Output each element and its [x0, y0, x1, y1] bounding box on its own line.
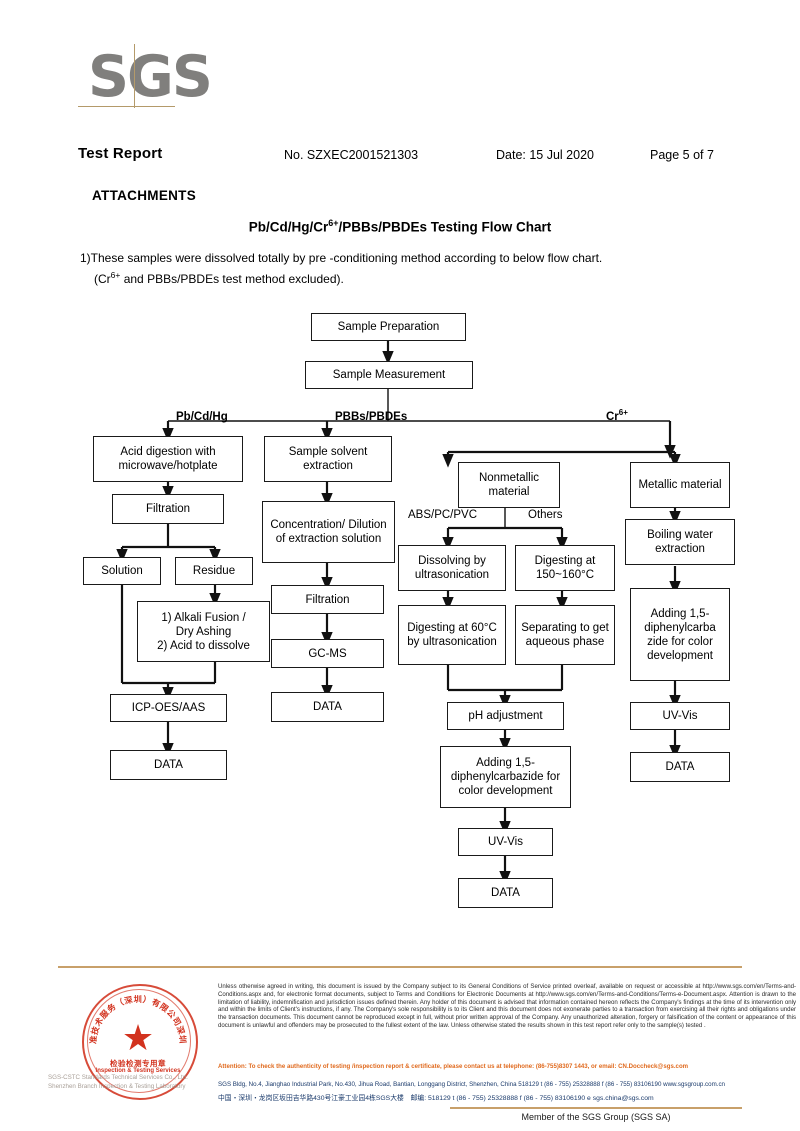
node-uv-vis-cr: UV-Vis	[458, 828, 553, 856]
node-data-cr: DATA	[458, 878, 553, 908]
heading-superscript: 6+	[328, 218, 339, 228]
company-stamp: 通标标准技术服务（深圳）有限公司深圳分公司 ★ 检验检测专用章 Inspecti…	[82, 984, 198, 1100]
node-adding-dpc-color: Adding 1,5-diphenylcarbazide for color d…	[440, 746, 571, 808]
stamp-outer-ring	[82, 984, 198, 1100]
node-sample-solvent-extraction: Sample solvent extraction	[264, 436, 392, 482]
node-dissolving-ultrasonication: Dissolving by ultrasonication	[398, 545, 506, 591]
footer-divider	[58, 966, 742, 968]
stamp-inner-ring	[87, 989, 191, 1093]
node-residue: Residue	[175, 557, 253, 585]
node-data-left: DATA	[110, 750, 227, 780]
node-ph-adjustment: pH adjustment	[447, 702, 564, 730]
node-concentration-dilution: Concentration/ Dilution of extraction so…	[262, 501, 395, 563]
note-line-2: (Cr6+ and PBBs/PBDEs test method exclude…	[80, 267, 740, 288]
footer-divider-bottom	[450, 1107, 742, 1109]
stamp-company-name: SGS-CSTC Standards Technical Services Co…	[48, 1073, 238, 1091]
node-uv-vis-metal: UV-Vis	[630, 702, 730, 730]
footer-attention-notice: Attention: To check the authenticity of …	[218, 1063, 689, 1070]
note-line2-superscript: 6+	[110, 270, 121, 280]
stamp-arc-text: 通标标准技术服务（深圳）有限公司深圳分公司	[82, 984, 188, 1044]
label-others: Others	[528, 509, 563, 521]
flow-chart-heading: Pb/Cd/Hg/Cr6+/PBBs/PBDEs Testing Flow Ch…	[0, 218, 800, 235]
alkali-line-1: 1) Alkali Fusion /	[161, 611, 246, 624]
alkali-line-2: Dry Ashing	[175, 625, 232, 638]
node-adding-dpc-color-metal: Adding 1,5-diphenylcarba zide for color …	[630, 588, 730, 681]
node-digesting-60-ultrasonication: Digesting at 60°C by ultrasonication	[398, 605, 506, 665]
note-line2-suffix: and PBBs/PBDEs test method excluded).	[120, 272, 344, 286]
node-sample-measurement: Sample Measurement	[305, 361, 473, 389]
stamp-company-line-1: SGS-CSTC Standards Technical Services Co…	[48, 1074, 188, 1081]
footer-address-chinese: 中国・深圳・龙岗区坂田吉华路430号江豪工业园4栋SGS大楼 邮编: 51812…	[218, 1095, 654, 1102]
node-digesting-150-160: Digesting at 150~160°C	[515, 545, 615, 591]
stamp-english-label: Inspection & Testing Services	[95, 1068, 181, 1074]
footer-disclaimer: Unless otherwise agreed in writing, this…	[218, 983, 796, 1029]
cr6-prefix: Cr	[606, 410, 619, 423]
node-sample-preparation: Sample Preparation	[311, 313, 466, 341]
node-solution: Solution	[83, 557, 161, 585]
page-title: Test Report	[78, 145, 163, 162]
node-data-mid: DATA	[271, 692, 384, 722]
footer-member-text: Member of the SGS Group (SGS SA)	[521, 1112, 671, 1122]
branch-label-cr6: Cr6+	[606, 408, 628, 423]
note-line2-prefix: (Cr	[94, 272, 111, 286]
node-alkali-fusion: 1) Alkali Fusion / Dry Ashing 2) Acid to…	[137, 601, 270, 662]
heading-suffix: /PBBs/PBDEs Testing Flow Chart	[338, 219, 552, 235]
stamp-star-icon: ★	[121, 1017, 155, 1058]
node-acid-digestion: Acid digestion with microwave/hotplate	[93, 436, 243, 482]
node-icp-oes-aas: ICP-OES/AAS	[110, 694, 227, 722]
report-date: Date: 15 Jul 2020	[496, 148, 594, 162]
node-boiling-water-extraction: Boiling water extraction	[625, 519, 735, 565]
note-paragraph: 1)These samples were dissolved totally b…	[80, 250, 740, 288]
branch-label-pb-cd-hg: Pb/Cd/Hg	[176, 411, 228, 423]
node-filtration-left: Filtration	[112, 494, 224, 524]
node-nonmetallic-material: Nonmetallic material	[458, 462, 560, 508]
node-data-metal: DATA	[630, 752, 730, 782]
note-line-1: 1)These samples were dissolved totally b…	[80, 251, 603, 265]
report-header-row: Test Report No. SZXEC2001521303 Date: 15…	[78, 145, 738, 167]
stamp-chinese-label: 检验检测专用章	[110, 1059, 166, 1068]
node-filtration-mid: Filtration	[271, 585, 384, 614]
node-separating-aqueous: Separating to get aqueous phase	[515, 605, 615, 665]
page-number: Page 5 of 7	[650, 148, 714, 162]
report-number: No. SZXEC2001521303	[284, 148, 419, 162]
logo-horizontal-rule	[78, 106, 175, 107]
sgs-logo: SGS	[88, 46, 238, 118]
branch-label-pbbs-pbdes: PBBs/PBDEs	[335, 411, 408, 423]
node-gc-ms: GC-MS	[271, 639, 384, 668]
cr6-superscript: 6+	[618, 408, 628, 417]
label-abs-pc-pvc: ABS/PC/PVC	[408, 509, 478, 521]
heading-prefix: Pb/Cd/Hg/Cr	[248, 219, 329, 235]
footer-address-english: SGS Bldg, No.4, Jianghao Industrial Park…	[218, 1081, 726, 1088]
alkali-line-3: 2) Acid to dissolve	[157, 639, 250, 652]
stamp-company-line-2: Shenzhen Branch Inspection & Testing Lab…	[48, 1083, 186, 1090]
node-metallic-material: Metallic material	[630, 462, 730, 508]
attachments-label: ATTACHMENTS	[92, 188, 197, 203]
logo-vertical-rule	[134, 44, 135, 108]
sgs-logo-text: SGS	[88, 44, 213, 110]
